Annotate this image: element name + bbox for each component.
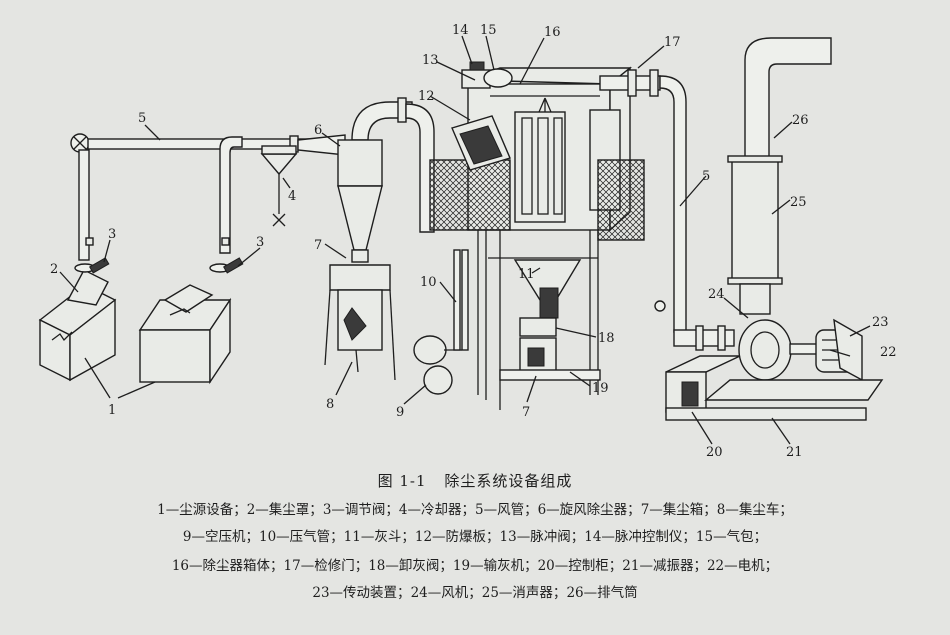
legend-item: 15—气包；: [695, 529, 768, 545]
legend-line-2: 9—空压机；10—压气管；11—灰斗；12—防爆板；13—脉冲阀；14—脉冲控制…: [0, 527, 950, 547]
callout-17: 17: [664, 35, 681, 50]
legend-line-4: 23—传动装置；24—风机；25—消声器；26—排气筒: [0, 583, 950, 603]
legend-item: 17—检修门；: [283, 558, 369, 574]
callout-numbers: 1 2 3 3 4 5 5 6 7 7 8 9 10 11 12 13 14 1…: [50, 23, 897, 460]
callout-23: 23: [872, 315, 889, 330]
discharge-valve-and-conveyor: [499, 317, 601, 381]
legend-item: 8—集尘车；: [716, 502, 793, 518]
leader-lines: [59, 35, 871, 445]
dust-cart: [324, 264, 396, 381]
callout-5a: 5: [138, 111, 146, 126]
legend-item: 10—压气管；: [258, 529, 344, 545]
callout-10: 10: [420, 275, 437, 290]
figure-caption: 图 1-1 除尘系统设备组成: [0, 470, 950, 491]
callout-3b: 3: [256, 235, 264, 250]
dust-collector-housing: [429, 66, 645, 241]
legend-item: 11—灰斗；: [343, 529, 415, 545]
callout-11: 11: [518, 267, 535, 282]
legend-item: 1—尘源设备；: [157, 502, 247, 518]
legend-item: 9—空压机；: [182, 529, 259, 545]
legend-item: 6—旋风除尘器；: [537, 502, 641, 518]
callout-13: 13: [422, 53, 439, 68]
air-duct-right: [599, 69, 735, 351]
dust-source-2: [138, 263, 232, 385]
legend-item: 2—集尘罩；: [246, 502, 323, 518]
pulse-valve-row: [461, 61, 600, 113]
legend-item: 7—集尘箱；: [640, 502, 717, 518]
legend-item: 4—冷却器；: [398, 502, 475, 518]
legend-line-3: 16—除尘器箱体；17—检修门；18—卸灰阀；19—输灰机；20—控制柜；21—…: [0, 556, 950, 576]
legend-item: 20—控制柜；: [537, 558, 623, 574]
callout-14: 14: [452, 23, 469, 38]
cooler-unit: [260, 145, 298, 227]
legend-line-1: 1—尘源设备；2—集尘罩；3—调节阀；4—冷却器；5—风管；6—旋风除尘器；7—…: [0, 500, 950, 520]
dust-removal-system-diagram: 1 2 3 3 4 5 5 6 7 7 8 9 10 11 12 13 14 1…: [38, 23, 897, 460]
callout-5b: 5: [702, 169, 710, 184]
callout-16: 16: [544, 25, 561, 40]
figure-title: 除尘系统设备组成: [444, 472, 573, 490]
callout-8: 8: [326, 397, 334, 412]
callout-19: 19: [592, 381, 609, 396]
legend-item: 14—脉冲控制仪；: [584, 529, 696, 545]
dust-source-1: [38, 263, 117, 382]
machine-base: [665, 379, 884, 421]
callout-6: 6: [314, 123, 322, 138]
callout-9: 9: [396, 405, 404, 420]
callout-2: 2: [50, 262, 58, 277]
callout-26: 26: [792, 113, 809, 128]
induced-draft-fan: [738, 319, 819, 381]
legend-item: 21—减振器；: [622, 558, 707, 574]
cyclone-separator: [337, 97, 435, 263]
legend-item: 24—风机；: [410, 585, 482, 601]
callout-24: 24: [708, 287, 725, 302]
legend-item: 5—风管；: [475, 502, 538, 518]
legend-item: 19—输灰机；: [452, 558, 538, 574]
control-cabinet: [665, 355, 741, 413]
legend-item: 22—电机；: [706, 558, 779, 574]
callout-3a: 3: [108, 227, 116, 242]
air-compressor: [413, 335, 462, 395]
legend-item: 13—脉冲阀；: [499, 529, 585, 545]
explosion-vent: [451, 115, 511, 171]
legend-item: 26—排气筒: [566, 585, 638, 601]
legend-item: 23—传动装置；: [312, 585, 411, 601]
exhaust-stack: [727, 37, 832, 315]
motor: [815, 318, 863, 382]
callout-21: 21: [786, 445, 803, 460]
callout-15: 15: [480, 23, 497, 38]
callout-7a: 7: [314, 238, 322, 253]
callout-22: 22: [880, 345, 897, 360]
callout-4: 4: [288, 189, 296, 204]
legend-item: 25—消声器；: [481, 585, 567, 601]
pressure-pipe: [453, 249, 469, 351]
figure-label: 图 1-1: [377, 472, 427, 490]
ash-hopper: [513, 259, 582, 319]
regulating-valve-icon: [85, 237, 244, 274]
legend-item: 12—防爆板；: [414, 529, 500, 545]
callout-12: 12: [418, 89, 435, 104]
callout-7b: 7: [522, 405, 530, 420]
legend-item: 18—卸灰阀；: [368, 558, 453, 574]
legend-item: 16—除尘器箱体；: [171, 558, 284, 574]
legend-item: 3—调节阀；: [322, 502, 399, 518]
callout-1: 1: [108, 403, 116, 418]
callout-18: 18: [598, 331, 615, 346]
callout-20: 20: [706, 445, 723, 460]
callout-25: 25: [790, 195, 807, 210]
